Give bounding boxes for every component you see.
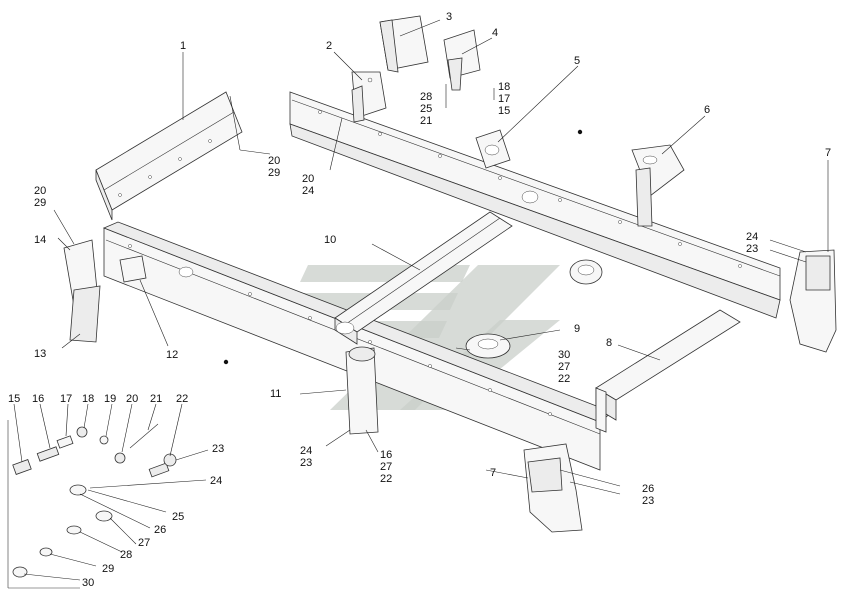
svg-text:25: 25 <box>172 511 184 523</box>
label-group-20-29-top: 20 29 <box>268 155 280 179</box>
marker-dot <box>223 359 229 365</box>
label-group-16-27-22: 16 27 22 <box>380 449 392 485</box>
label-5: 5 <box>574 55 580 67</box>
svg-text:24: 24 <box>302 185 314 197</box>
label-11: 11 <box>270 388 281 400</box>
part-6-hanger <box>631 144 685 227</box>
svg-text:20: 20 <box>268 155 280 167</box>
label-group-20-24: 20 24 <box>302 173 314 197</box>
inset-labels-right: 23 24 25 26 27 28 29 30 <box>82 443 224 589</box>
part-4-plate <box>443 29 481 91</box>
part-3-plate <box>379 15 429 73</box>
label-13: 13 <box>34 348 46 360</box>
svg-text:18: 18 <box>498 81 510 93</box>
marker-dot <box>577 129 583 135</box>
svg-text:27: 27 <box>380 461 392 473</box>
label-group-30-27-22: 30 27 22 <box>558 349 570 385</box>
svg-text:26: 26 <box>642 483 654 495</box>
label-group-20-29-left: 20 29 <box>34 185 46 209</box>
svg-text:20: 20 <box>126 393 138 405</box>
leader-lines <box>13 19 829 581</box>
inset-labels-top: 15 16 17 18 19 20 21 22 <box>8 393 188 405</box>
svg-text:17: 17 <box>498 93 510 105</box>
part-cup-mid <box>465 333 511 359</box>
svg-text:23: 23 <box>746 243 758 255</box>
svg-text:24: 24 <box>210 475 222 487</box>
svg-text:15: 15 <box>8 393 20 405</box>
label-7-bottom: 7 <box>490 467 496 479</box>
part-1-bracket-plate <box>95 91 243 221</box>
svg-text:28: 28 <box>420 91 432 103</box>
label-12: 12 <box>166 349 178 361</box>
svg-text:21: 21 <box>420 115 432 127</box>
svg-text:27: 27 <box>558 361 570 373</box>
part-5-coupling <box>475 129 511 169</box>
svg-text:30: 30 <box>82 577 94 589</box>
part-13-14-bracket <box>63 239 101 343</box>
label-10: 10 <box>324 234 336 246</box>
label-7-right: 7 <box>825 147 831 159</box>
svg-text:30: 30 <box>558 349 570 361</box>
svg-text:22: 22 <box>176 393 188 405</box>
part-11-hanger <box>345 346 379 435</box>
label-3: 3 <box>446 11 452 23</box>
svg-text:16: 16 <box>32 393 44 405</box>
label-group-24-23-mid: 24 23 <box>300 445 312 469</box>
part-12-bracket <box>119 255 147 283</box>
part-10-crossmember <box>334 211 513 345</box>
label-8: 8 <box>606 337 612 349</box>
svg-text:28: 28 <box>120 549 132 561</box>
svg-text:25: 25 <box>420 103 432 115</box>
svg-text:24: 24 <box>300 445 312 457</box>
svg-text:19: 19 <box>104 393 116 405</box>
label-4: 4 <box>492 27 498 39</box>
svg-text:22: 22 <box>558 373 570 385</box>
svg-text:15: 15 <box>498 105 510 117</box>
part-9-cup <box>569 259 603 285</box>
svg-text:20: 20 <box>34 185 46 197</box>
svg-text:29: 29 <box>268 167 280 179</box>
part-7-mudguard-bracket-bottom <box>523 443 583 533</box>
label-1: 1 <box>180 40 186 52</box>
svg-text:17: 17 <box>60 393 72 405</box>
label-group-28-25-21: 28 25 21 <box>420 91 432 127</box>
svg-text:23: 23 <box>212 443 224 455</box>
label-group-18-17-15: 18 17 15 <box>498 81 510 117</box>
fastener-inset-box <box>7 420 177 589</box>
svg-text:22: 22 <box>380 473 392 485</box>
svg-text:29: 29 <box>102 563 114 575</box>
svg-text:20: 20 <box>302 173 314 185</box>
svg-text:21: 21 <box>150 393 162 405</box>
label-group-24-23-right: 24 23 <box>746 231 758 255</box>
label-14: 14 <box>34 234 46 246</box>
part-7-mudguard-bracket-right <box>789 249 837 353</box>
svg-text:26: 26 <box>154 524 166 536</box>
svg-text:18: 18 <box>82 393 94 405</box>
svg-text:23: 23 <box>300 457 312 469</box>
part-2-bracket <box>351 71 387 123</box>
svg-text:27: 27 <box>138 537 150 549</box>
svg-text:23: 23 <box>642 495 654 507</box>
svg-text:29: 29 <box>34 197 46 209</box>
svg-text:16: 16 <box>380 449 392 461</box>
label-6: 6 <box>704 104 710 116</box>
part-8-rear-crossmember <box>595 309 741 433</box>
label-group-26-23: 26 23 <box>642 483 654 507</box>
label-2: 2 <box>326 40 332 52</box>
svg-text:24: 24 <box>746 231 758 243</box>
label-9: 9 <box>574 323 580 335</box>
upper-side-member <box>289 91 781 319</box>
